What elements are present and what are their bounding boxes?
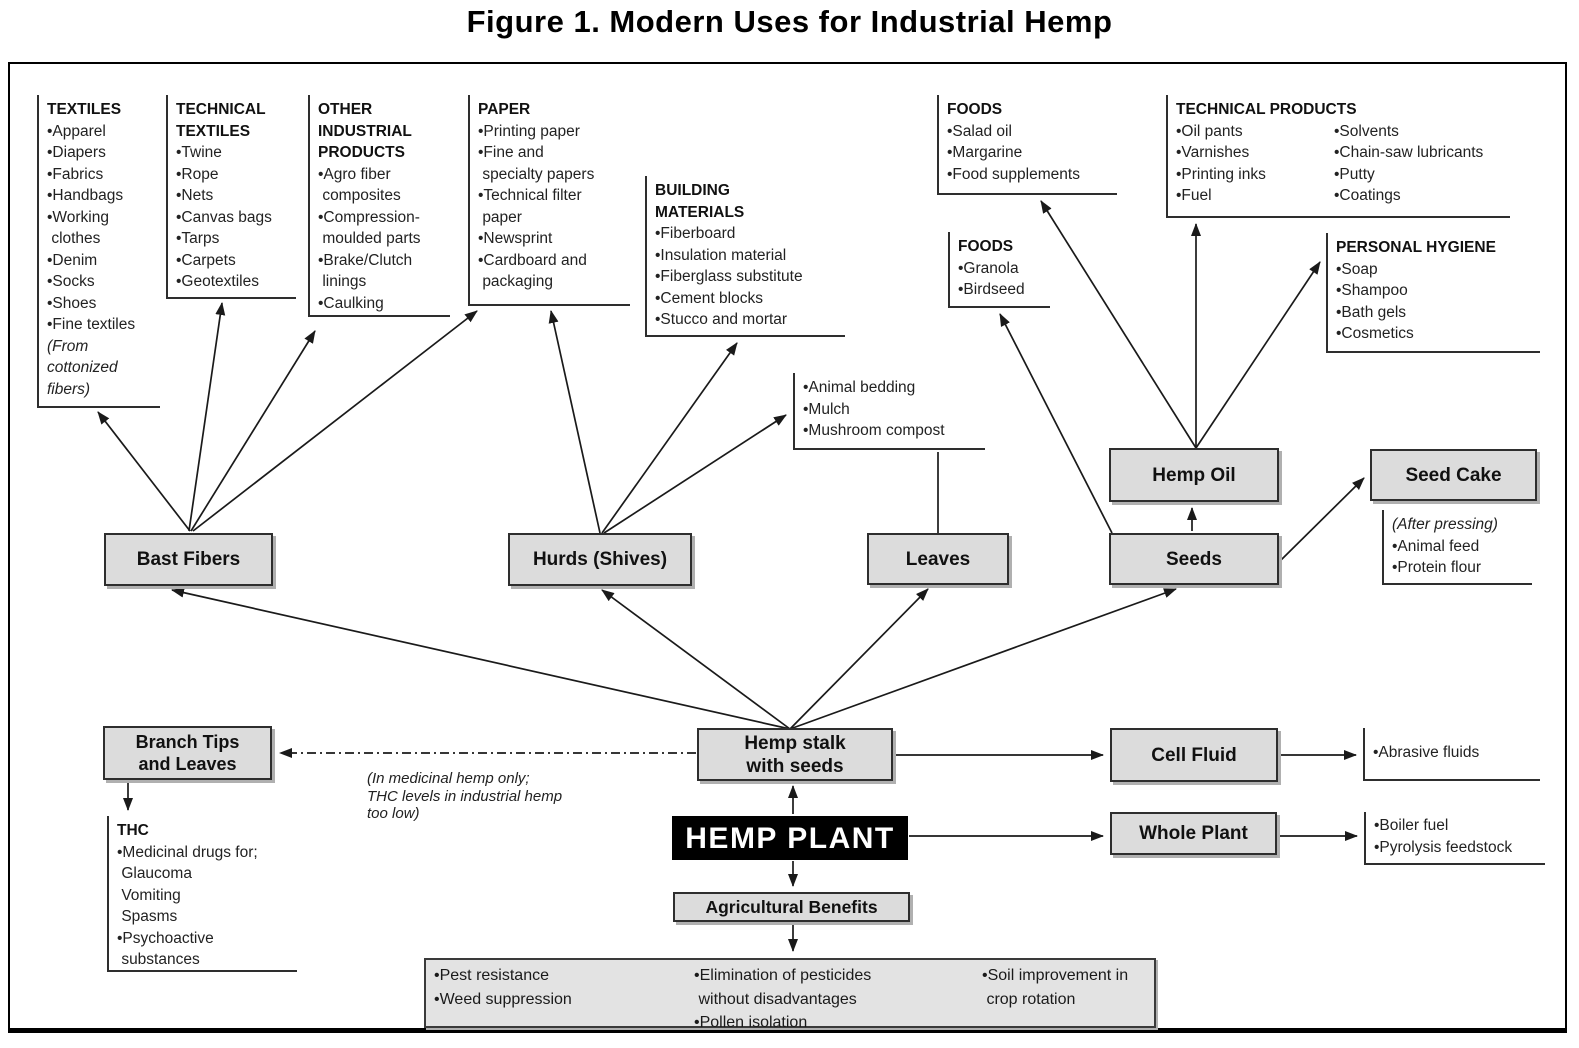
list-other-industrial: OTHER INDUSTRIAL PRODUCTS •Agro fiber co…	[308, 95, 450, 317]
node-bast-fibers: Bast Fibers	[104, 533, 273, 586]
list-technical-products: TECHNICAL PRODUCTS •Oil pants•Varnishes•…	[1166, 95, 1510, 218]
node-seeds: Seeds	[1109, 533, 1279, 585]
node-hemp-oil-label: Hemp Oil	[1152, 464, 1236, 486]
arrow-stalk-to-bastfibers	[171, 587, 791, 730]
arrow-stalk-to-hurds	[601, 589, 791, 730]
node-whole-plant: Whole Plant	[1110, 812, 1277, 855]
list-technical-products-col1: •Oil pants•Varnishes•Printing inks•Fuel	[1176, 122, 1266, 205]
list-paper-items: •Printing paper•Fine and specialty paper…	[478, 122, 595, 291]
agricultural-benefits-list: •Pest resistance•Weed suppression •Elimi…	[424, 958, 1156, 1031]
list-textiles-heading: TEXTILES	[47, 101, 122, 118]
list-foods-oil-heading: FOODS	[947, 101, 1003, 118]
list-thc-items: •Medicinal drugs for; Glaucoma Vomiting …	[117, 843, 258, 969]
list-textiles-items: •Apparel•Diapers•Fabrics•Handbags•Workin…	[47, 122, 136, 398]
list-paper: PAPER •Printing paper•Fine and specialty…	[468, 95, 630, 306]
list-thc: THC •Medicinal drugs for; Glaucoma Vomit…	[107, 816, 297, 972]
list-technical-products-heading: TECHNICAL PRODUCTS	[1176, 101, 1357, 118]
node-hemp-stalk: Hemp stalk with seeds	[697, 728, 893, 781]
list-paper-heading: PAPER	[478, 101, 531, 118]
node-agricultural-benefits: Agricultural Benefits	[673, 892, 910, 922]
list-building-materials-items: •Fiberboard•Insulation material•Fibergla…	[655, 225, 803, 328]
list-thc-heading: THC	[117, 822, 149, 839]
list-cell-fluid-items: •Abrasive fluids	[1373, 744, 1480, 761]
list-cell-fluid-uses: •Abrasive fluids	[1363, 728, 1540, 781]
arrow-seeds-to-seedcake	[1278, 477, 1365, 563]
list-hurds-other-uses: •Animal bedding•Mulch•Mushroom compost	[793, 373, 985, 450]
list-foods-seed: FOODS •Granola•Birdseed	[948, 232, 1050, 308]
node-hurds-label: Hurds (Shives)	[532, 549, 668, 570]
list-textiles: TEXTILES •Apparel•Diapers•Fabrics•Handba…	[37, 95, 160, 408]
list-foods-seed-heading: FOODS	[958, 238, 1014, 255]
list-technical-textiles-heading: TECHNICAL TEXTILES	[176, 101, 266, 140]
node-hemp-plant: HEMP PLANT	[672, 816, 908, 860]
node-cell-fluid: Cell Fluid	[1110, 728, 1278, 782]
list-building-materials-heading: BUILDING MATERIALS	[655, 182, 745, 221]
node-branch-tips-label: Branch Tips and Leaves	[135, 732, 240, 774]
arrow-bastfibers-to-textiles	[97, 411, 191, 532]
node-seed-cake: Seed Cake	[1370, 449, 1537, 501]
list-building-materials: BUILDING MATERIALS •Fiberboard•Insulatio…	[645, 176, 845, 337]
list-foods-oil-items: •Salad oil•Margarine•Food supplements	[947, 122, 1080, 183]
node-hemp-plant-label: HEMP PLANT	[685, 821, 895, 855]
list-technical-textiles-items: •Twine•Rope•Nets•Canvas bags•Tarps•Carpe…	[176, 144, 272, 290]
list-other-industrial-items: •Agro fiber composites•Compression- moul…	[318, 165, 421, 312]
figure-title: Figure 1. Modern Uses for Industrial Hem…	[466, 4, 1113, 39]
node-seed-cake-label: Seed Cake	[1405, 464, 1502, 486]
list-whole-plant-uses: •Boiler fuel•Pyrolysis feedstock	[1364, 812, 1545, 865]
node-hurds: Hurds (Shives)	[508, 533, 692, 586]
benefits-col2: •Elimination of pesticides without disad…	[694, 967, 872, 1031]
node-agricultural-benefits-label: Agricultural Benefits	[705, 896, 878, 917]
arrow-hurds-to-bedding-list	[603, 414, 787, 534]
arrow-hempoil-to-personal-hygiene	[1195, 261, 1321, 449]
list-other-industrial-heading: OTHER INDUSTRIAL PRODUCTS	[318, 101, 412, 161]
benefits-col1: •Pest resistance•Weed suppression	[434, 967, 572, 1008]
list-seed-cake-uses: (After pressing)•Animal feed•Protein flo…	[1382, 510, 1532, 585]
arrow-stalk-to-seeds	[789, 588, 1177, 730]
node-cell-fluid-label: Cell Fluid	[1151, 744, 1237, 766]
arrow-stalk-to-leaves	[789, 588, 929, 730]
list-personal-hygiene-items: •Soap•Shampoo•Bath gels•Cosmetics	[1336, 260, 1414, 343]
node-bast-fibers-label: Bast Fibers	[136, 549, 241, 570]
list-hurds-other-items: •Animal bedding•Mulch•Mushroom compost	[803, 379, 945, 439]
node-seeds-label: Seeds	[1166, 548, 1222, 570]
node-hemp-oil: Hemp Oil	[1109, 448, 1279, 502]
list-foods-oil: FOODS •Salad oil•Margarine•Food suppleme…	[937, 95, 1117, 195]
arrow-seeds-to-foods-seed	[999, 313, 1113, 534]
list-foods-seed-items: •Granola•Birdseed	[958, 259, 1025, 299]
list-whole-plant-items: •Boiler fuel•Pyrolysis feedstock	[1374, 817, 1513, 856]
node-leaves: Leaves	[867, 533, 1009, 585]
node-branch-tips: Branch Tips and Leaves	[103, 726, 272, 780]
benefits-col3: •Soil improvement in crop rotation	[982, 967, 1129, 1008]
node-leaves-label: Leaves	[905, 548, 971, 570]
node-whole-plant-label: Whole Plant	[1139, 823, 1248, 844]
arrow-bastfibers-to-technical-textiles	[188, 302, 226, 532]
list-technical-products-col2: •Solvents•Chain-saw lubricants•Putty•Coa…	[1334, 122, 1484, 205]
list-technical-textiles: TECHNICAL TEXTILES •Twine•Rope•Nets•Canv…	[166, 95, 296, 299]
node-hemp-stalk-label: Hemp stalk with seeds	[744, 732, 846, 777]
list-personal-hygiene: PERSONAL HYGIENE •Soap•Shampoo•Bath gels…	[1326, 233, 1540, 353]
arrow-hurds-to-paper	[548, 310, 601, 534]
arrow-hurds-to-building-materials	[601, 342, 738, 534]
arrow-hempoil-to-foods-oil	[1040, 200, 1197, 449]
medicinal-note: (In medicinal hemp only; THC levels in i…	[367, 770, 563, 822]
list-personal-hygiene-heading: PERSONAL HYGIENE	[1336, 239, 1496, 256]
arrow-bastfibers-to-other-industrial	[190, 330, 316, 532]
list-seed-cake-items: (After pressing)•Animal feed•Protein flo…	[1392, 516, 1498, 576]
arrow-bastfibers-to-paper	[192, 310, 478, 532]
